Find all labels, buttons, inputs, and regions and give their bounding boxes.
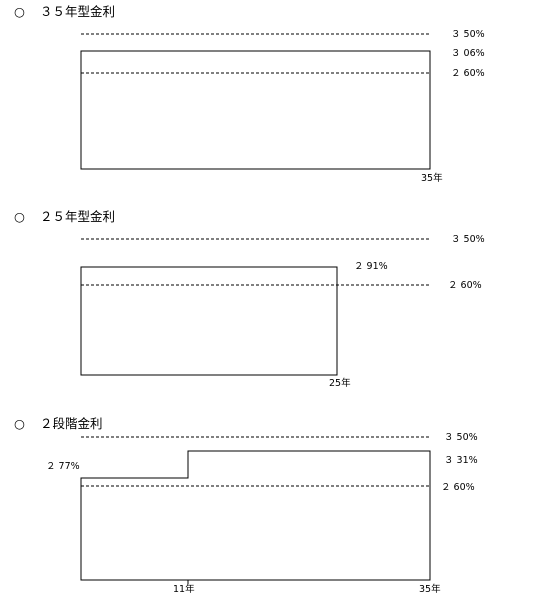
section-two-stage: ○ ２段階金利 ３ 50% ２ 77% ３ 31% ２ 60% 11年 35年 (14, 416, 478, 595)
rate-label-306: ３ 06% (451, 48, 485, 59)
reference-label-350: ３ 50% (444, 432, 478, 443)
reference-label-260: ２ 60% (441, 482, 475, 493)
rate-box (80, 266, 338, 376)
section-35-year: ○ ３５年型金利 ３ 50% ３ 06% ２ 60% 35年 (14, 4, 485, 184)
reference-label-260: ２ 60% (448, 280, 482, 291)
reference-label-350: ３ 50% (451, 234, 485, 245)
reference-label-260: ２ 60% (451, 68, 485, 79)
section-title: ２段階金利 (40, 416, 103, 431)
section-25-year: ○ ２５年型金利 ３ 50% ２ 91% ２ 60% 25年 (14, 209, 485, 389)
rate-box (80, 50, 431, 170)
year-label-35: 35年 (421, 172, 443, 184)
section-bullet: ○ (14, 416, 25, 431)
section-bullet: ○ (14, 209, 25, 224)
rate-label-277: ２ 77% (46, 461, 80, 472)
section-title: ２５年型金利 (40, 209, 115, 224)
year-label-25: 25年 (329, 377, 351, 389)
year-label-11: 11年 (173, 583, 195, 595)
section-bullet: ○ (14, 4, 25, 19)
step-outline (80, 450, 431, 581)
year-label-35: 35年 (419, 583, 441, 595)
section-title: ３５年型金利 (40, 4, 115, 19)
reference-label-350: ３ 50% (451, 29, 485, 40)
rate-label-291: ２ 91% (354, 261, 388, 272)
rate-label-331: ３ 31% (444, 455, 478, 466)
